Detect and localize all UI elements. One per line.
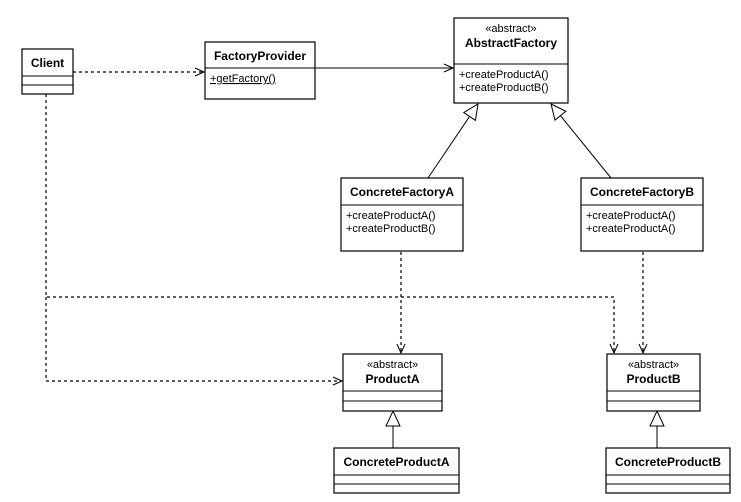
generalization-concrete-factory-b (560, 115, 612, 179)
operation-label: +createProductA() (346, 210, 436, 222)
operation-label: +createProductA() (459, 69, 549, 81)
stereotype-label: «abstract» (485, 23, 536, 35)
dependency-client-product-a (45, 297, 341, 382)
class-name: Client (31, 56, 64, 70)
open-arrowhead (609, 343, 619, 355)
class-name: ProductB (627, 372, 681, 386)
stereotype-label: «abstract» (628, 359, 679, 371)
relationship-layer (45, 63, 665, 448)
class-box (453, 17, 569, 104)
generalization-arrowhead (385, 409, 401, 427)
generalization-arrowhead (462, 103, 479, 122)
class-name: ConcreteProductB (615, 455, 721, 469)
operation-label: +createProductA() (586, 210, 676, 222)
operation-label: +createProductB() (459, 82, 549, 94)
open-arrowhead (443, 63, 455, 73)
class-name: ConcreteFactoryA (350, 185, 454, 199)
operation-label: +createProductB() (346, 223, 436, 235)
class-box (580, 177, 704, 252)
class-box (204, 41, 316, 100)
class-concrete-factory-b: ConcreteFactoryB +createProductA()+create… (580, 177, 704, 252)
class-factory-provider: FactoryProvider +getFactory() (204, 41, 316, 100)
class-concrete-product-a: ConcreteProductA (333, 447, 460, 494)
class-abstract-factory: «abstract»AbstractFactory +createProductA… (453, 17, 569, 104)
open-arrowhead (332, 376, 344, 386)
class-layer: Client FactoryProvider +getFactory() «abstr… (21, 17, 731, 494)
dependency-client-product-b (45, 94, 615, 352)
class-concrete-factory-a: ConcreteFactoryA +createProductA()+create… (340, 177, 464, 252)
class-box (340, 177, 464, 252)
open-arrowhead (396, 343, 406, 355)
class-client: Client (21, 48, 74, 95)
generalization-concrete-factory-a (427, 116, 471, 179)
open-arrowhead (638, 343, 648, 355)
generalization-arrowhead (649, 409, 665, 427)
class-concrete-product-b: ConcreteProductB (605, 447, 731, 494)
class-box (333, 447, 460, 494)
class-name: AbstractFactory (465, 36, 557, 50)
stereotype-label: «abstract» (367, 359, 418, 371)
operation-label: +createProductA() (586, 223, 676, 235)
operation-label: +getFactory() (210, 73, 276, 85)
class-name: ConcreteFactoryB (590, 185, 694, 199)
class-name: ProductA (366, 372, 420, 386)
generalization-arrowhead (550, 103, 567, 121)
open-arrowhead (194, 67, 206, 77)
class-box (21, 48, 74, 95)
class-product-a: «abstract»ProductA (342, 353, 443, 412)
class-box (605, 447, 731, 494)
class-product-b: «abstract»ProductB (606, 353, 701, 412)
class-name: FactoryProvider (214, 49, 306, 63)
class-name: ConcreteProductA (343, 455, 449, 469)
